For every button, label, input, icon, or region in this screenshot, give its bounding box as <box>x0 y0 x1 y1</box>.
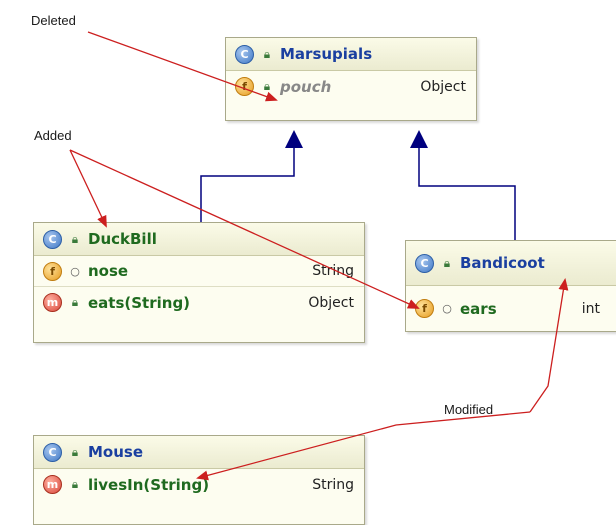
label-deleted: Deleted <box>31 13 76 28</box>
member-row[interactable]: m 🔒︎ eats(String) Object <box>34 287 364 318</box>
class-name: Marsupials <box>280 45 373 63</box>
label-added: Added <box>34 128 72 143</box>
member-type: String <box>312 263 354 279</box>
class-header: C 🔒︎ DuckBill <box>34 223 364 256</box>
class-marsupials[interactable]: C 🔒︎ Marsupials f 🔒︎ pouch Object <box>225 37 477 121</box>
circle-icon: ○ <box>442 302 452 315</box>
class-duckbill[interactable]: C 🔒︎ DuckBill f ○ nose String m 🔒︎ eats(… <box>33 222 365 343</box>
lock-icon: 🔒︎ <box>71 444 79 459</box>
member-name: pouch <box>280 77 332 96</box>
member-type: String <box>312 476 354 493</box>
lock-icon: 🔒︎ <box>71 231 79 246</box>
class-name: Bandicoot <box>460 254 545 272</box>
inheritance-arrowhead-duckbill <box>285 130 303 148</box>
member-type: Object <box>420 78 466 95</box>
class-icon: C <box>43 229 62 249</box>
lock-icon: 🔒︎ <box>263 79 271 93</box>
inheritance-arrowhead-bandicoot <box>410 130 428 148</box>
member-row[interactable]: f ○ nose String <box>34 256 364 287</box>
member-type: int <box>581 300 600 317</box>
class-name: DuckBill <box>88 230 157 248</box>
label-modified: Modified <box>444 402 494 417</box>
class-header: C 🔒︎ Mouse <box>34 436 364 469</box>
method-icon: m <box>43 293 62 312</box>
class-mouse[interactable]: C 🔒︎ Mouse m 🔒︎ livesIn(String) String <box>33 435 365 525</box>
class-header: C 🔒︎ Marsupials <box>226 38 476 71</box>
member-name: eats(String) <box>88 293 191 312</box>
class-name: Mouse <box>88 443 144 461</box>
member-name: nose <box>88 262 129 280</box>
field-icon: f <box>415 299 434 318</box>
lock-icon: 🔒︎ <box>71 295 79 309</box>
lock-icon: 🔒︎ <box>71 477 79 491</box>
class-header: C 🔒︎ Bandicoot <box>406 241 616 286</box>
member-row[interactable]: f ○ ears int <box>406 286 616 331</box>
class-icon: C <box>235 44 254 64</box>
class-icon: C <box>43 442 62 462</box>
circle-icon: ○ <box>70 264 80 278</box>
member-name: ears <box>460 299 497 318</box>
member-type: Object <box>308 294 354 311</box>
class-bandicoot[interactable]: C 🔒︎ Bandicoot f ○ ears int <box>405 240 616 332</box>
member-name: livesIn(String) <box>88 475 210 494</box>
inheritance-line-duckbill <box>200 145 295 222</box>
lock-icon: 🔒︎ <box>443 255 451 270</box>
member-row[interactable]: m 🔒︎ livesIn(String) String <box>34 469 364 500</box>
class-icon: C <box>415 253 434 273</box>
inheritance-line-bandicoot <box>418 145 516 240</box>
method-icon: m <box>43 475 62 494</box>
field-icon: f <box>43 261 62 281</box>
lock-icon: 🔒︎ <box>263 46 271 61</box>
field-icon: f <box>235 77 254 96</box>
member-row[interactable]: f 🔒︎ pouch Object <box>226 71 476 102</box>
